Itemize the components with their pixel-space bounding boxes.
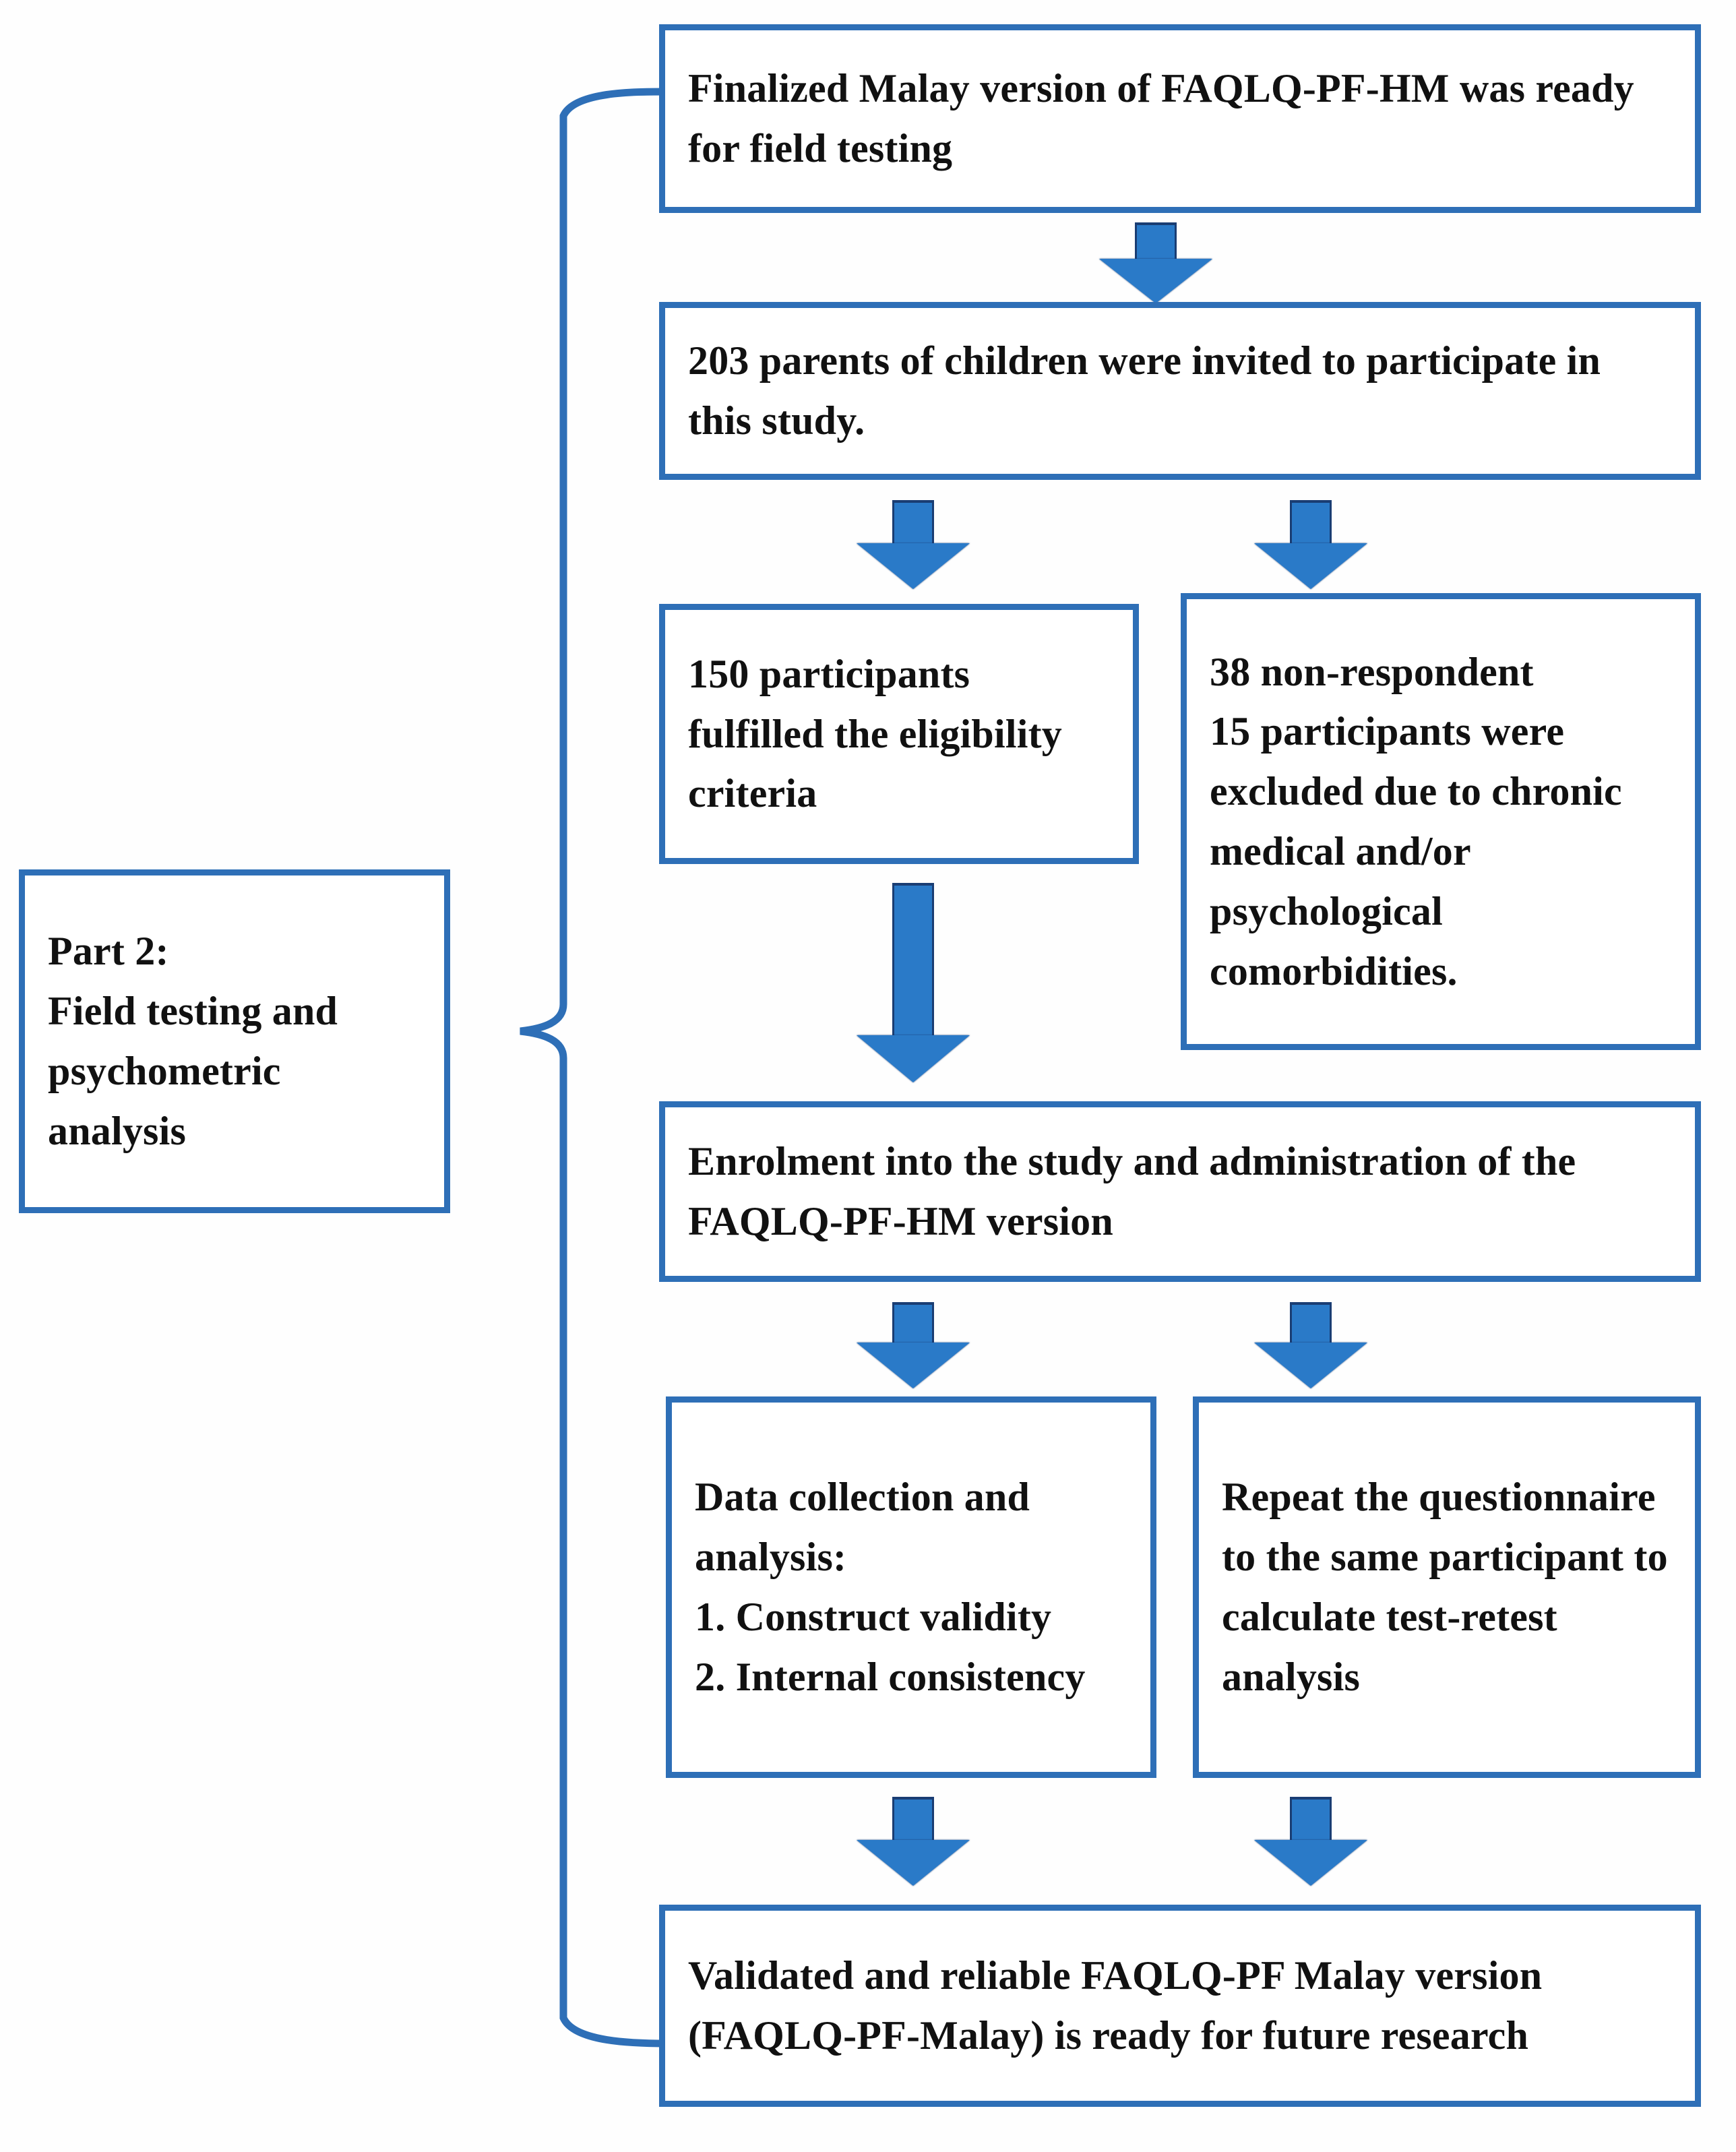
node-eligible-participants[interactable]: 150 participants fulfilled the eligibili… — [659, 604, 1139, 864]
node-enrolment[interactable]: Enrolment into the study and administrat… — [659, 1101, 1701, 1282]
node-test-retest[interactable]: Repeat the questionnaire to the same par… — [1193, 1396, 1701, 1778]
node-phase-label[interactable]: Part 2: Field testing and psychometric a… — [19, 869, 450, 1213]
node-phase-label-text: Part 2: Field testing and psychometric a… — [48, 929, 338, 1153]
arrow-eligible-to-enrolment-icon — [856, 883, 970, 1082]
arrow-enrolment-to-data-collection-icon — [856, 1302, 970, 1388]
arrow-enrolment-to-test-retest-icon — [1253, 1302, 1368, 1388]
node-eligible-participants-text: 150 participants fulfilled the eligibili… — [688, 651, 1062, 816]
node-data-collection-text: Data collection and analysis: 1. Constru… — [695, 1475, 1086, 1699]
node-excluded-participants-text: 38 non-respondent 15 participants were e… — [1210, 649, 1622, 993]
arrow-test-retest-to-validated-icon — [1253, 1797, 1368, 1886]
node-validated-outcome-text: Validated and reliable FAQLQ-PF Malay ve… — [688, 1953, 1543, 2058]
node-invited-parents-text: 203 parents of children were invited to … — [688, 338, 1601, 443]
node-finalized-version-text: Finalized Malay version of FAQLQ-PF-HM w… — [688, 66, 1634, 171]
node-data-collection[interactable]: Data collection and analysis: 1. Constru… — [666, 1396, 1156, 1778]
arrow-invited-to-excluded-icon — [1253, 500, 1368, 589]
arrow-data-collection-to-validated-icon — [856, 1797, 970, 1886]
node-validated-outcome[interactable]: Validated and reliable FAQLQ-PF Malay ve… — [659, 1905, 1701, 2107]
node-finalized-version[interactable]: Finalized Malay version of FAQLQ-PF-HM w… — [659, 24, 1701, 213]
part-2-grouping-brace — [431, 81, 674, 2056]
node-enrolment-text: Enrolment into the study and administrat… — [688, 1139, 1576, 1243]
node-excluded-participants[interactable]: 38 non-respondent 15 participants were e… — [1181, 593, 1701, 1050]
node-invited-parents[interactable]: 203 parents of children were invited to … — [659, 302, 1701, 480]
node-test-retest-text: Repeat the questionnaire to the same par… — [1222, 1475, 1668, 1699]
arrow-invited-to-eligible-icon — [856, 500, 970, 589]
arrow-finalized-to-invited-icon — [1098, 222, 1213, 303]
